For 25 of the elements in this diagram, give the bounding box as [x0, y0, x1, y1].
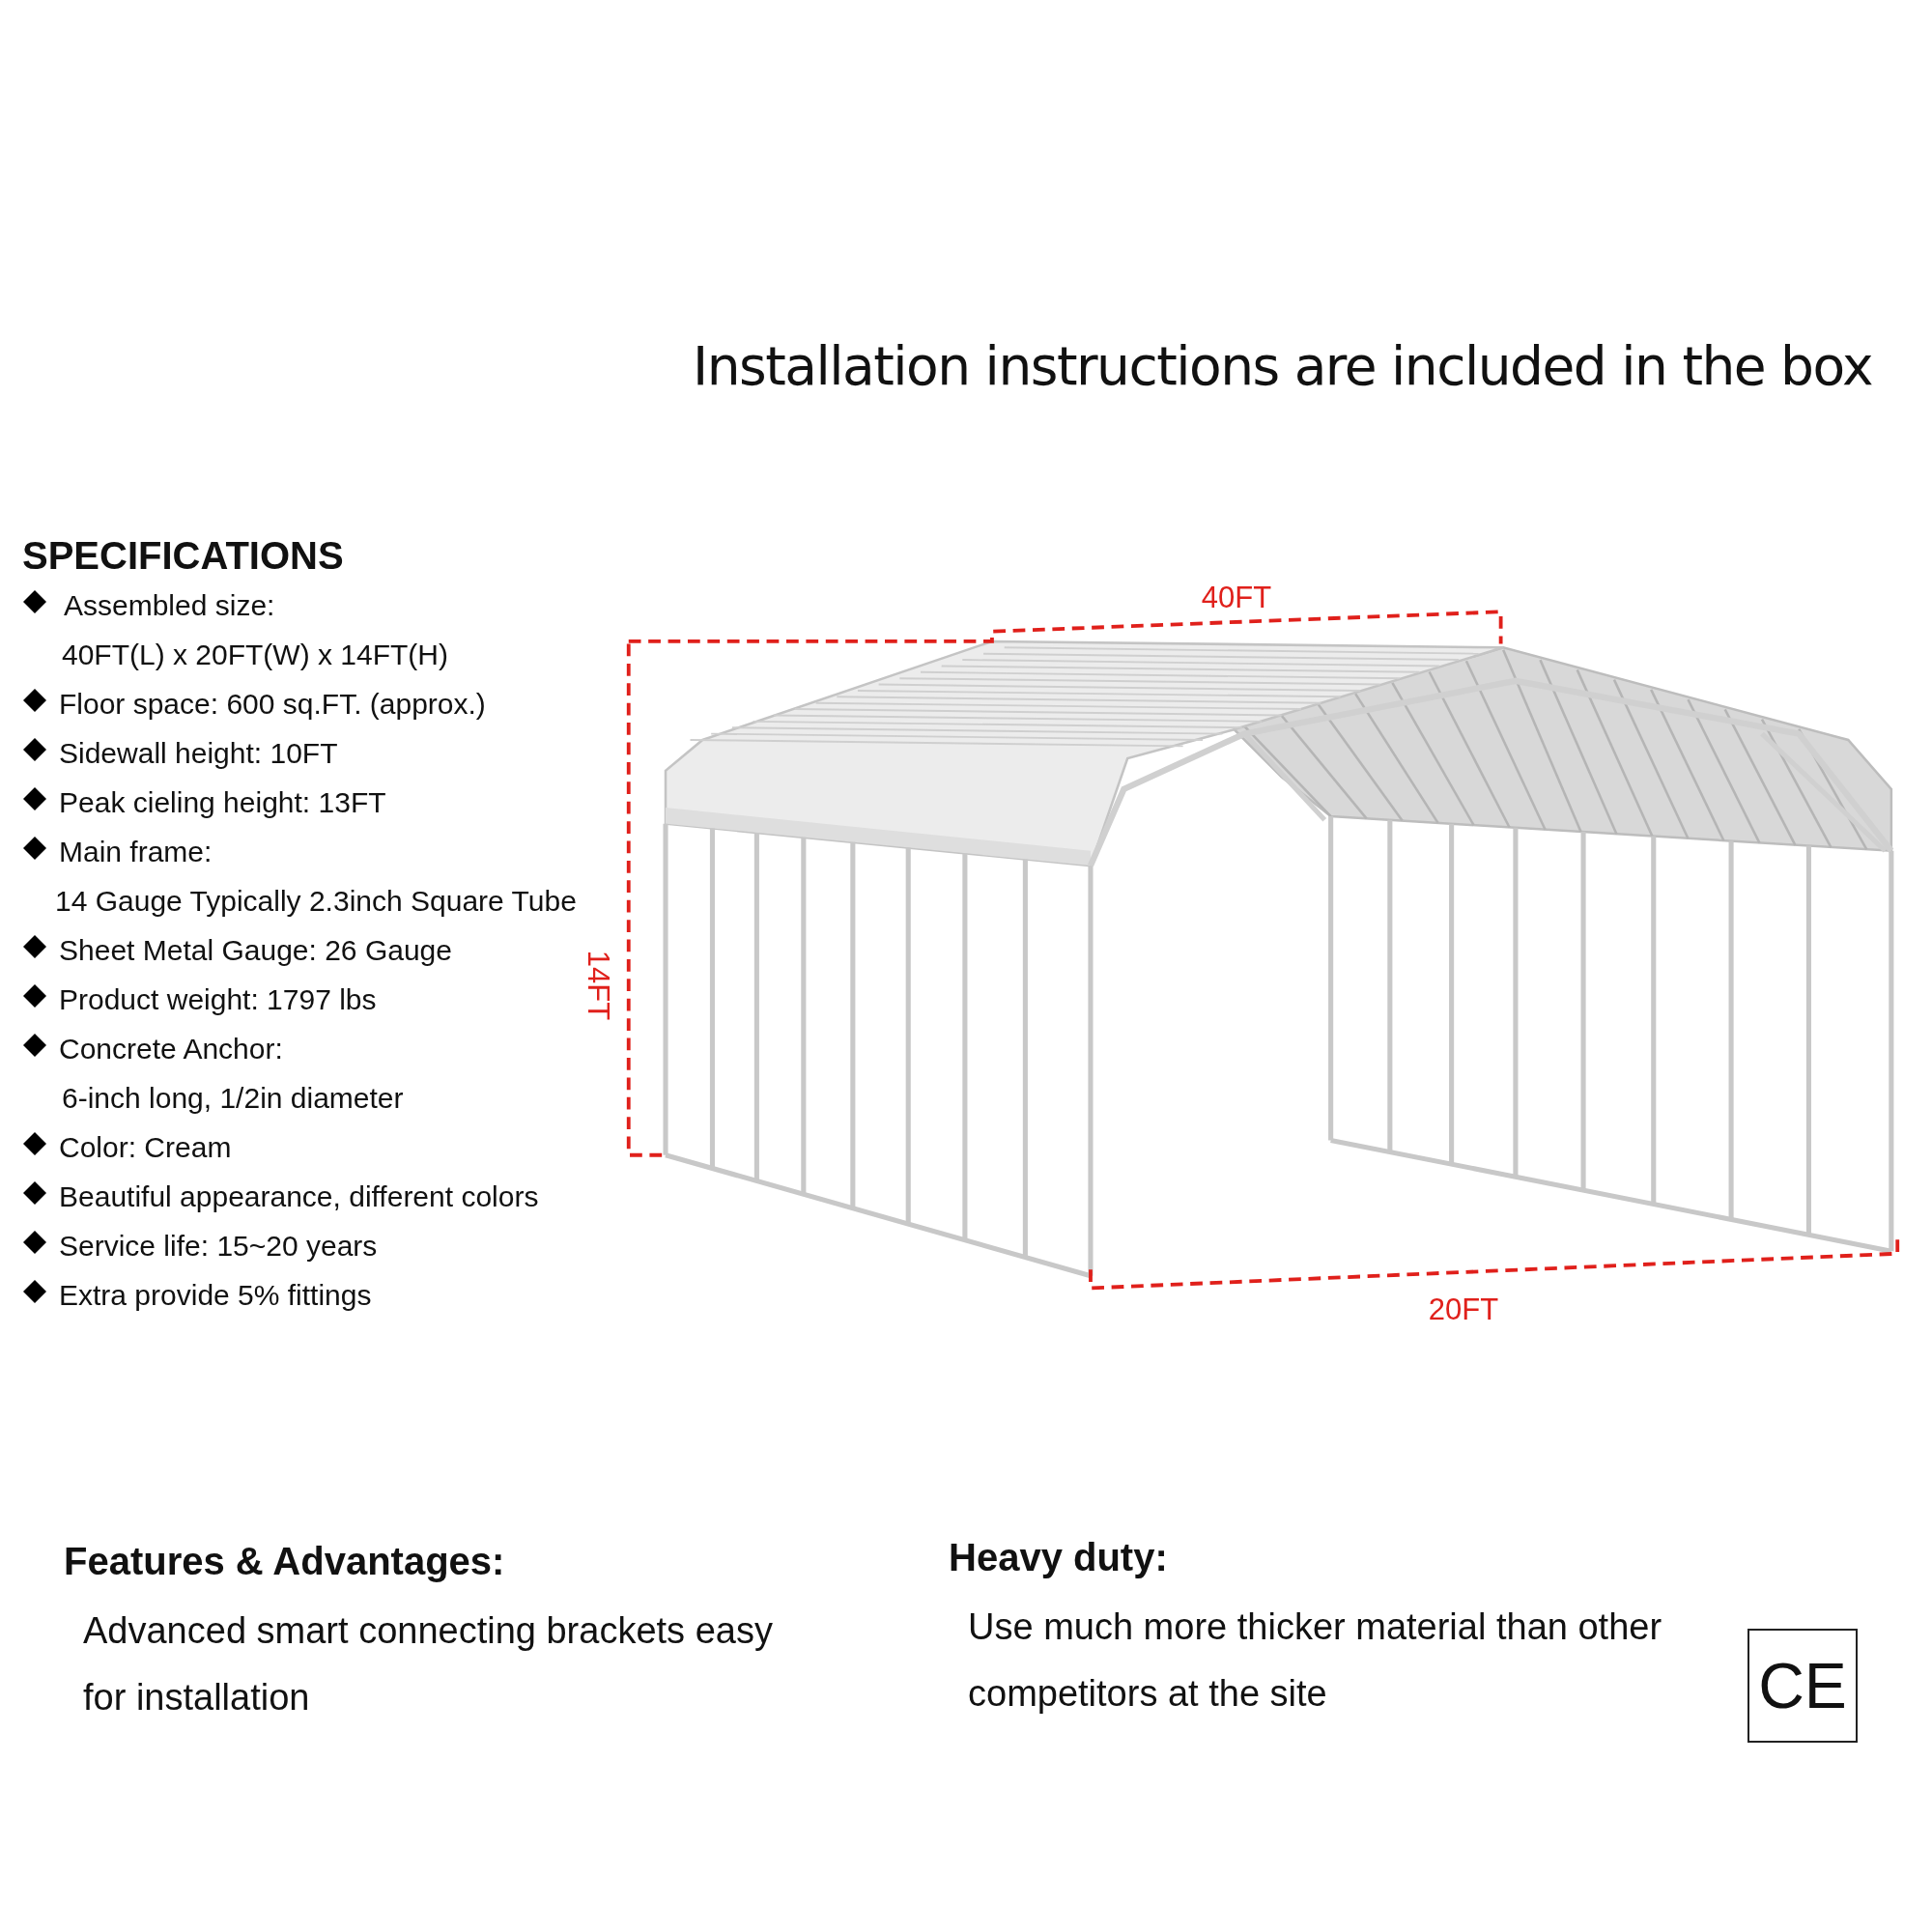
section-heading: Features & Advantages:	[64, 1542, 505, 1580]
ce-mark: CE	[1747, 1629, 1858, 1743]
dimension-label: 20FT	[1428, 1293, 1499, 1324]
page-title: Installation instructions are included in the box	[693, 340, 1873, 393]
spec-item: Assembled size:	[64, 591, 275, 620]
spec-heading: SPECIFICATIONS	[22, 536, 344, 575]
spec-item: Color: Cream	[59, 1133, 232, 1162]
spec-item: 40FT(L) x 20FT(W) x 14FT(H)	[62, 640, 448, 669]
spec-item: Sidewall height: 10FT	[59, 739, 338, 768]
spec-item: Extra provide 5% fittings	[59, 1281, 372, 1310]
spec-item: Peak cieling height: 13FT	[59, 788, 386, 817]
spec-item: Beautiful appearance, different colors	[59, 1182, 539, 1211]
spec-item: Main frame:	[59, 838, 213, 867]
paragraph: Advanced smart connecting brackets easy for installation	[83, 1609, 774, 1719]
spec-item: 6-inch long, 1/2in diameter	[62, 1084, 404, 1113]
paragraph: Use much more thicker material than other competitors at the site	[968, 1605, 1663, 1716]
spec-item: 14 Gauge Typically 2.3inch Square Tube	[55, 887, 577, 916]
dimension-label: 40FT	[1201, 582, 1272, 612]
spec-item: Service life: 15~20 years	[59, 1232, 378, 1261]
spec-item: Concrete Anchor:	[59, 1035, 283, 1064]
dimension-label: 14FT	[582, 950, 613, 1021]
spec-item: Sheet Metal Gauge: 26 Gauge	[59, 936, 452, 965]
spec-item: Product weight: 1797 lbs	[59, 985, 377, 1014]
spec-item: Floor space: 600 sq.FT. (approx.)	[59, 690, 486, 719]
section-heading: Heavy duty:	[949, 1538, 1168, 1577]
